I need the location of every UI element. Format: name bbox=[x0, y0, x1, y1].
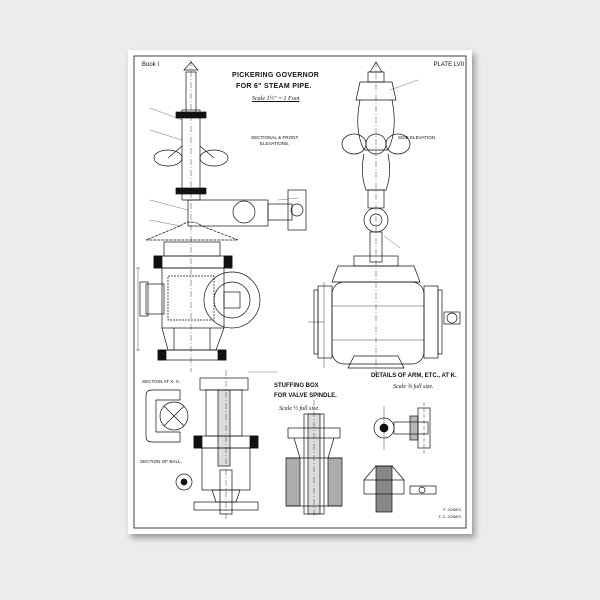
arm-details-drawing bbox=[363, 402, 437, 513]
sectional-label-line1: SECTIONAL & FRONT bbox=[251, 135, 299, 140]
sheet-border bbox=[133, 55, 467, 529]
stuffing-box-drawing bbox=[285, 400, 343, 516]
stuffing-box-title: STUFFING BOX bbox=[274, 383, 319, 389]
drawing-subtitle: FOR 6" STEAM PIPE. bbox=[236, 83, 312, 90]
side-elevation bbox=[308, 61, 461, 380]
sectional-front-elevation bbox=[136, 60, 307, 372]
drawing-title: PICKERING GOVERNOR bbox=[232, 72, 320, 79]
section-xx-label: SECTION AT X. X. bbox=[142, 379, 181, 384]
signature-1: F. JONES. bbox=[443, 507, 462, 512]
section-ball-label: SECTION OF BALL. bbox=[140, 459, 182, 464]
sectional-label-line2: ELEVATIONS. bbox=[259, 140, 290, 146]
book-label: Book I bbox=[142, 62, 160, 68]
signature-2: T. C. JONES. bbox=[438, 514, 462, 519]
section-xx-drawing bbox=[145, 370, 259, 520]
engineering-drawing bbox=[133, 55, 467, 529]
stuffing-box-scale-note: Scale ½ full size. bbox=[279, 406, 320, 412]
stuffing-box-subtitle: FOR VALVE SPINDLE. bbox=[274, 393, 337, 399]
side-elevation-label: SIDE ELEVATION bbox=[398, 135, 436, 140]
arm-details-scale-note: Scale ¾ full size. bbox=[393, 384, 434, 390]
plate-label: PLATE LVII bbox=[433, 62, 464, 68]
main-scale-note: Scale 1½" = 1 Foot bbox=[252, 96, 300, 102]
sectional-elevation-label: SECTIONAL & FRONT ELEVATIONS. bbox=[251, 135, 298, 147]
blueprint-sheet: Book I PLATE LVII PICKERING GOVERNOR FOR… bbox=[128, 50, 472, 534]
arm-details-title: DETAILS OF ARM, ETC., AT K. bbox=[371, 373, 457, 379]
